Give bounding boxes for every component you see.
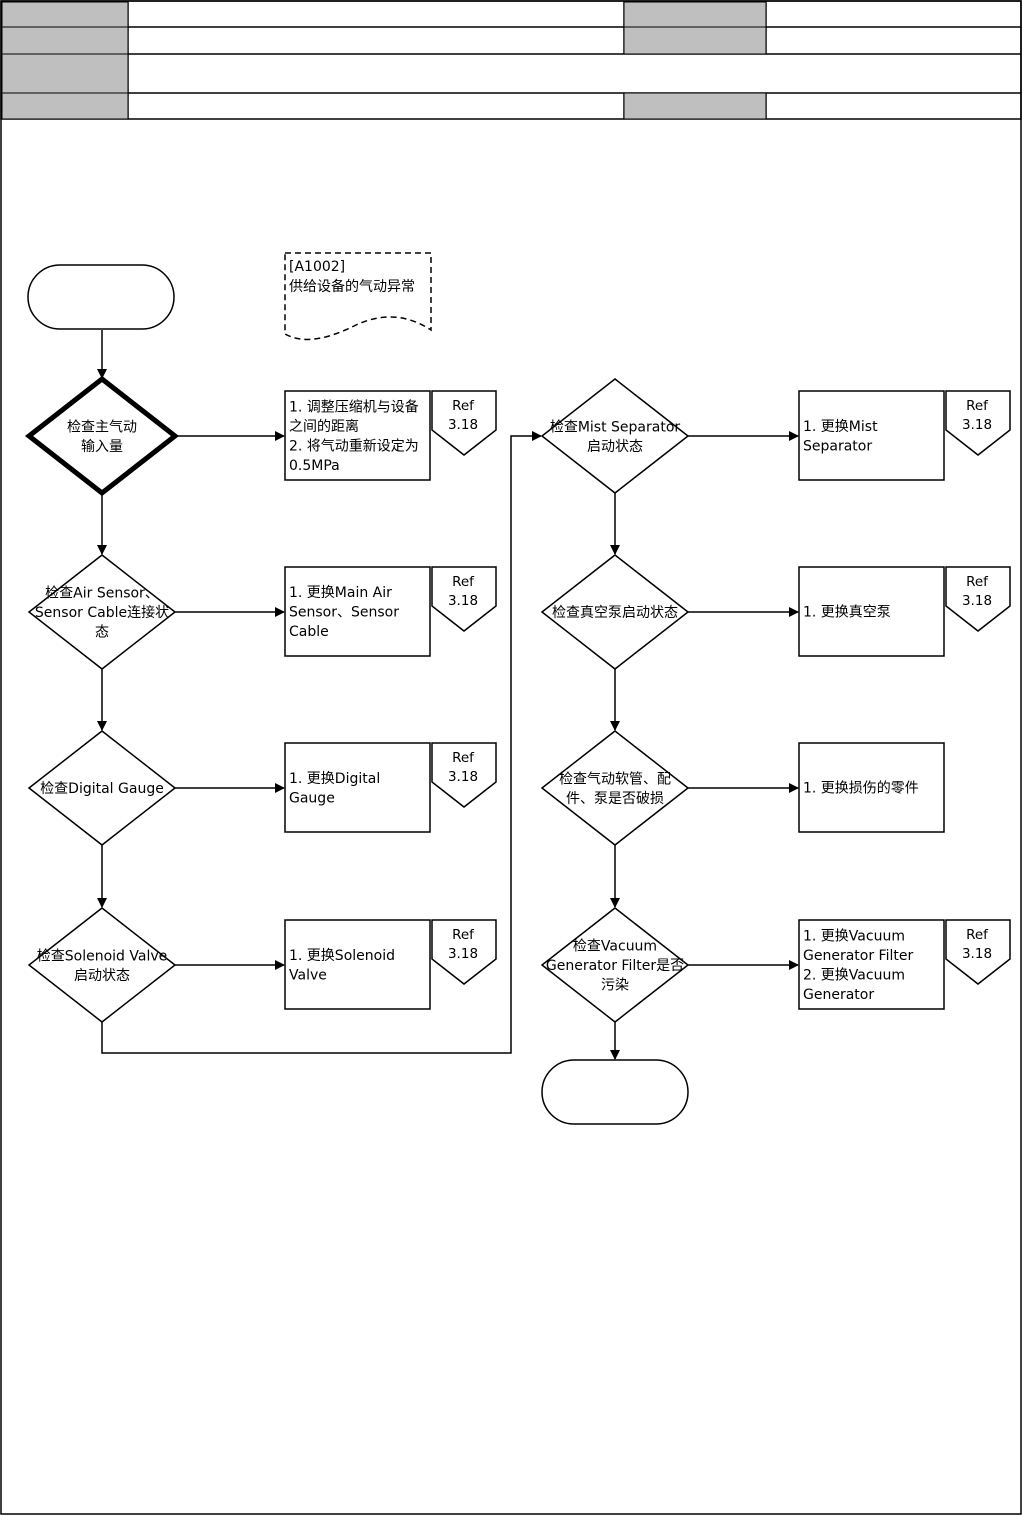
reference-tag bbox=[431, 390, 497, 456]
decision-label: 件、泵是否破损 bbox=[566, 791, 664, 807]
header-table bbox=[0, 0, 1022, 120]
action-label: Valve bbox=[289, 967, 327, 983]
reference-tag bbox=[431, 566, 497, 632]
connector-arrow bbox=[101, 431, 542, 1054]
reference-tag bbox=[431, 742, 497, 808]
decision-label: 检查气动软管、配 bbox=[559, 771, 671, 787]
action-label: Generator Filter bbox=[803, 948, 913, 964]
decision-label: 输入量 bbox=[81, 439, 123, 455]
decision-label: 启动状态 bbox=[587, 439, 643, 455]
action-label: 2. 将气动重新设定为 bbox=[289, 438, 419, 454]
action-label: 1. 更换Solenoid bbox=[289, 947, 395, 964]
decision-label: 态 bbox=[95, 625, 109, 641]
action-label: 0.5MPa bbox=[289, 458, 340, 474]
action-label: 之间的距离 bbox=[289, 418, 359, 435]
note-shape bbox=[284, 252, 432, 341]
action-label: Gauge bbox=[289, 790, 335, 806]
decision-label: 污染 bbox=[601, 978, 629, 994]
decision-diamond bbox=[540, 378, 690, 494]
header-label-cell bbox=[623, 1, 767, 28]
header-label-cell bbox=[1, 92, 129, 120]
header-label-cell bbox=[623, 92, 767, 120]
action-label: Sensor、Sensor bbox=[289, 605, 399, 621]
action-label: 1. 调整压缩机与设备 bbox=[289, 398, 419, 415]
reference-label: 3.18 bbox=[448, 417, 478, 433]
decision-label: 检查Air Sensor、 bbox=[45, 586, 159, 602]
terminal-oval bbox=[541, 1059, 689, 1125]
action-label: Separator bbox=[803, 438, 872, 454]
action-box bbox=[284, 566, 431, 657]
header-label-cell bbox=[1, 26, 129, 55]
reference-label: Ref bbox=[452, 574, 475, 590]
reference-label: 3.18 bbox=[448, 593, 478, 609]
action-label: 1. 更换Mist bbox=[803, 418, 878, 435]
decision-label: 检查真空泵启动状态 bbox=[552, 605, 678, 621]
decision-label: 检查Solenoid Valve bbox=[37, 948, 167, 964]
action-label: 1. 更换Vacuum bbox=[803, 927, 905, 944]
reference-label: Ref bbox=[966, 398, 989, 414]
decision-label: 检查Vacuum bbox=[573, 939, 657, 955]
action-label: 1. 更换损伤的零件 bbox=[803, 780, 919, 797]
action-box bbox=[798, 919, 945, 1010]
action-box bbox=[798, 566, 945, 657]
reference-tag bbox=[945, 919, 1011, 985]
header-label-cell bbox=[623, 26, 767, 55]
terminal-oval bbox=[27, 264, 175, 330]
reference-label: 3.18 bbox=[962, 593, 992, 609]
action-label: 1. 更换真空泵 bbox=[803, 604, 891, 621]
reference-label: 3.18 bbox=[448, 769, 478, 785]
reference-tag bbox=[945, 566, 1011, 632]
reference-label: Ref bbox=[452, 750, 475, 766]
reference-label: Ref bbox=[966, 574, 989, 590]
action-box bbox=[284, 742, 431, 833]
action-box bbox=[284, 919, 431, 1010]
header-label-cell bbox=[1, 53, 129, 94]
action-label: Cable bbox=[289, 624, 329, 640]
reference-label: Ref bbox=[452, 927, 475, 943]
action-box bbox=[798, 742, 945, 833]
action-label: 2. 更换Vacuum bbox=[803, 966, 905, 983]
reference-label: Ref bbox=[966, 927, 989, 943]
reference-label: 3.18 bbox=[962, 946, 992, 962]
decision-diamond bbox=[540, 730, 690, 846]
action-label: Generator bbox=[803, 987, 874, 1003]
reference-label: Ref bbox=[452, 398, 475, 414]
note-label: 供给设备的气动异常 bbox=[289, 278, 415, 295]
action-box bbox=[284, 390, 431, 481]
decision-diamond bbox=[24, 375, 180, 497]
reference-label: 3.18 bbox=[962, 417, 992, 433]
decision-label: 检查Digital Gauge bbox=[40, 781, 164, 797]
reference-tag bbox=[945, 390, 1011, 456]
reference-label: 3.18 bbox=[448, 946, 478, 962]
decision-diamond bbox=[27, 907, 177, 1023]
action-label: 1. 更换Digital bbox=[289, 770, 380, 787]
decision-label: 检查Mist Separator bbox=[550, 419, 681, 435]
decision-label: 启动状态 bbox=[74, 968, 130, 984]
decision-label: Sensor Cable连接状 bbox=[35, 604, 169, 621]
action-box bbox=[798, 390, 945, 481]
note-label: [A1002] bbox=[289, 259, 345, 275]
decision-label: Generator Filter是否 bbox=[546, 958, 684, 974]
reference-tag bbox=[431, 919, 497, 985]
action-label: 1. 更换Main Air bbox=[289, 584, 392, 601]
decision-label: 检查主气动 bbox=[67, 419, 137, 435]
